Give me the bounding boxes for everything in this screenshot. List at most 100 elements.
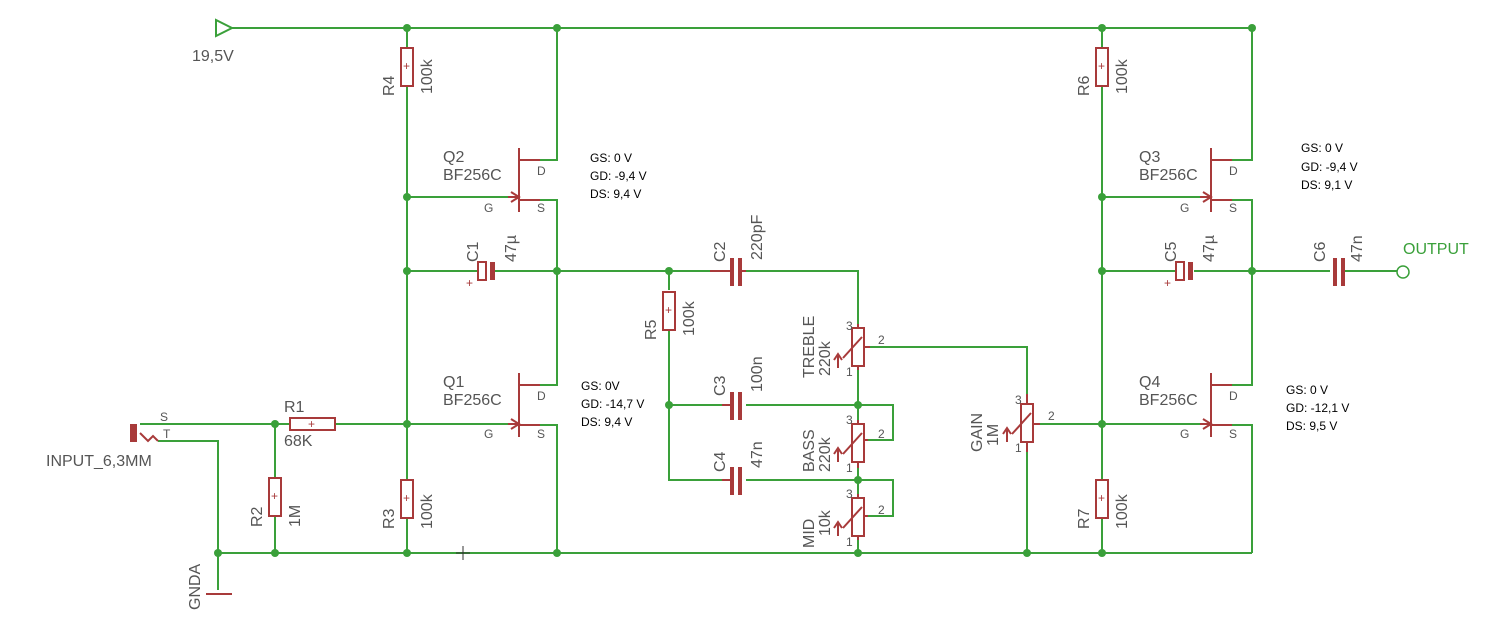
svg-text:+: + [308, 417, 315, 431]
cursor-crosshair-icon [456, 546, 470, 560]
bass-pin2: 2 [878, 427, 885, 441]
capacitor-c3: C3 100n [712, 356, 766, 420]
treble-value: 220k [817, 340, 834, 376]
gain-pin2: 2 [1048, 409, 1055, 423]
jack-pin-t: T [163, 427, 171, 441]
r5-name: R5 [643, 319, 660, 340]
c5-name: C5 [1163, 241, 1180, 262]
q3-model: BF256C [1139, 167, 1198, 184]
mid-pin2: 2 [878, 503, 885, 517]
r7-value: 100k [1114, 493, 1131, 529]
note-q4-gd: GD: -12,1 V [1286, 401, 1349, 415]
q4-name: Q4 [1139, 374, 1160, 391]
c5-value: 47µ [1201, 235, 1218, 262]
jfet-q3: Q3 BF256C D G S [1139, 148, 1238, 215]
resistor-r6: + R6 100k [1076, 47, 1131, 96]
treble-pin2: 2 [878, 333, 885, 347]
q3-pin-g: G [1180, 201, 1189, 215]
jfet-q2: Q2 BF256C D G S [443, 148, 546, 215]
input-jack: S T INPUT_6,3MM [46, 410, 171, 470]
svg-text:+: + [466, 276, 473, 290]
r3-name: R3 [381, 508, 398, 529]
note-q3: GS: 0 V GD: -9,4 V DS: 9,1 V [1301, 141, 1358, 192]
resistor-r2: + R2 1M [249, 477, 304, 527]
note-q2: GS: 0 V GD: -9,4 V DS: 9,4 V [590, 151, 647, 201]
svg-text:+: + [271, 489, 278, 503]
supply-label: 19,5V [192, 48, 234, 65]
supply-symbol: 19,5V [192, 18, 235, 65]
q2-pin-d: D [537, 164, 546, 178]
pot-mid: 3 2 1 MID 10k [801, 487, 885, 549]
note-q3-gd: GD: -9,4 V [1301, 160, 1358, 174]
gain-name: GAIN [969, 413, 986, 452]
svg-text:+: + [403, 491, 410, 505]
r5-value: 100k [681, 300, 698, 336]
jfet-q4: Q4 BF256C D G S [1139, 373, 1238, 441]
q3-pin-s: S [1229, 201, 1237, 215]
gain-value: 1M [985, 424, 1002, 446]
q1-model: BF256C [443, 392, 502, 409]
q4-pin-g: G [1180, 427, 1189, 441]
input-label: INPUT_6,3MM [46, 453, 152, 470]
c6-value: 47n [1349, 235, 1366, 262]
note-q1-gd: GD: -14,7 V [581, 397, 644, 411]
svg-text:+: + [665, 303, 672, 317]
capacitor-c2: C2 220pF [710, 214, 766, 286]
note-q2-ds: DS: 9,4 V [590, 187, 641, 201]
mid-name: MID [801, 519, 818, 548]
c2-name: C2 [712, 241, 729, 262]
q2-name: Q2 [443, 149, 464, 166]
c4-value: 47n [749, 441, 766, 468]
c4-name: C4 [712, 451, 729, 472]
ground-symbol: GNDA [187, 563, 232, 610]
c2-value: 220pF [749, 214, 766, 260]
pot-bass: 3 2 1 BASS 220k [801, 413, 885, 475]
c1-name: C1 [465, 241, 482, 262]
q1-name: Q1 [443, 374, 464, 391]
pot-gain: 3 2 1 GAIN 1M [969, 393, 1055, 455]
svg-text:+: + [1098, 59, 1105, 73]
resistor-r7: + R7 100k [1076, 479, 1131, 529]
q2-pin-s: S [537, 201, 545, 215]
pot-treble: 3 2 1 TREBLE 220k [801, 316, 885, 379]
note-q4: GS: 0 V GD: -12,1 V DS: 9,5 V [1286, 383, 1349, 433]
r4-name: R4 [381, 75, 398, 96]
capacitor-c4: C4 47n [712, 441, 766, 495]
wires [140, 27, 1397, 590]
note-q2-gd: GD: -9,4 V [590, 169, 647, 183]
note-q1-gs: GS: 0V [581, 379, 620, 393]
jack-pin-s: S [160, 410, 168, 424]
resistor-r3: + R3 100k [381, 479, 436, 529]
mid-value: 10k [817, 509, 834, 536]
r6-value: 100k [1114, 58, 1131, 94]
c3-value: 100n [749, 356, 766, 392]
note-q4-ds: DS: 9,5 V [1286, 419, 1337, 433]
svg-text:+: + [403, 59, 410, 73]
q4-pin-s: S [1229, 427, 1237, 441]
q3-name: Q3 [1139, 149, 1160, 166]
capacitor-c1: + C1 47µ [465, 235, 520, 290]
resistor-r5: + R5 100k [643, 291, 698, 340]
c1-value: 47µ [503, 235, 520, 262]
q1-pin-s: S [537, 427, 545, 441]
mid-pin1: 1 [846, 535, 853, 549]
jfet-q1: Q1 BF256C D G S [443, 373, 546, 441]
note-q1-ds: DS: 9,4 V [581, 415, 632, 429]
c6-name: C6 [1312, 241, 1329, 262]
capacitor-c6: C6 47n [1312, 235, 1366, 286]
gain-pin3: 3 [1015, 393, 1022, 407]
note-q2-gs: GS: 0 V [590, 151, 632, 165]
svg-text:+: + [1098, 491, 1105, 505]
q2-pin-g: G [484, 201, 493, 215]
r3-value: 100k [419, 493, 436, 529]
q1-pin-g: G [484, 427, 493, 441]
svg-text:+: + [1164, 276, 1171, 290]
r6-name: R6 [1076, 75, 1093, 96]
note-q4-gs: GS: 0 V [1286, 383, 1328, 397]
gain-pin1: 1 [1015, 441, 1022, 455]
note-q1: GS: 0V GD: -14,7 V DS: 9,4 V [581, 379, 644, 429]
r1-value: 68K [284, 433, 313, 450]
q1-pin-d: D [537, 389, 546, 403]
q4-pin-d: D [1229, 389, 1238, 403]
